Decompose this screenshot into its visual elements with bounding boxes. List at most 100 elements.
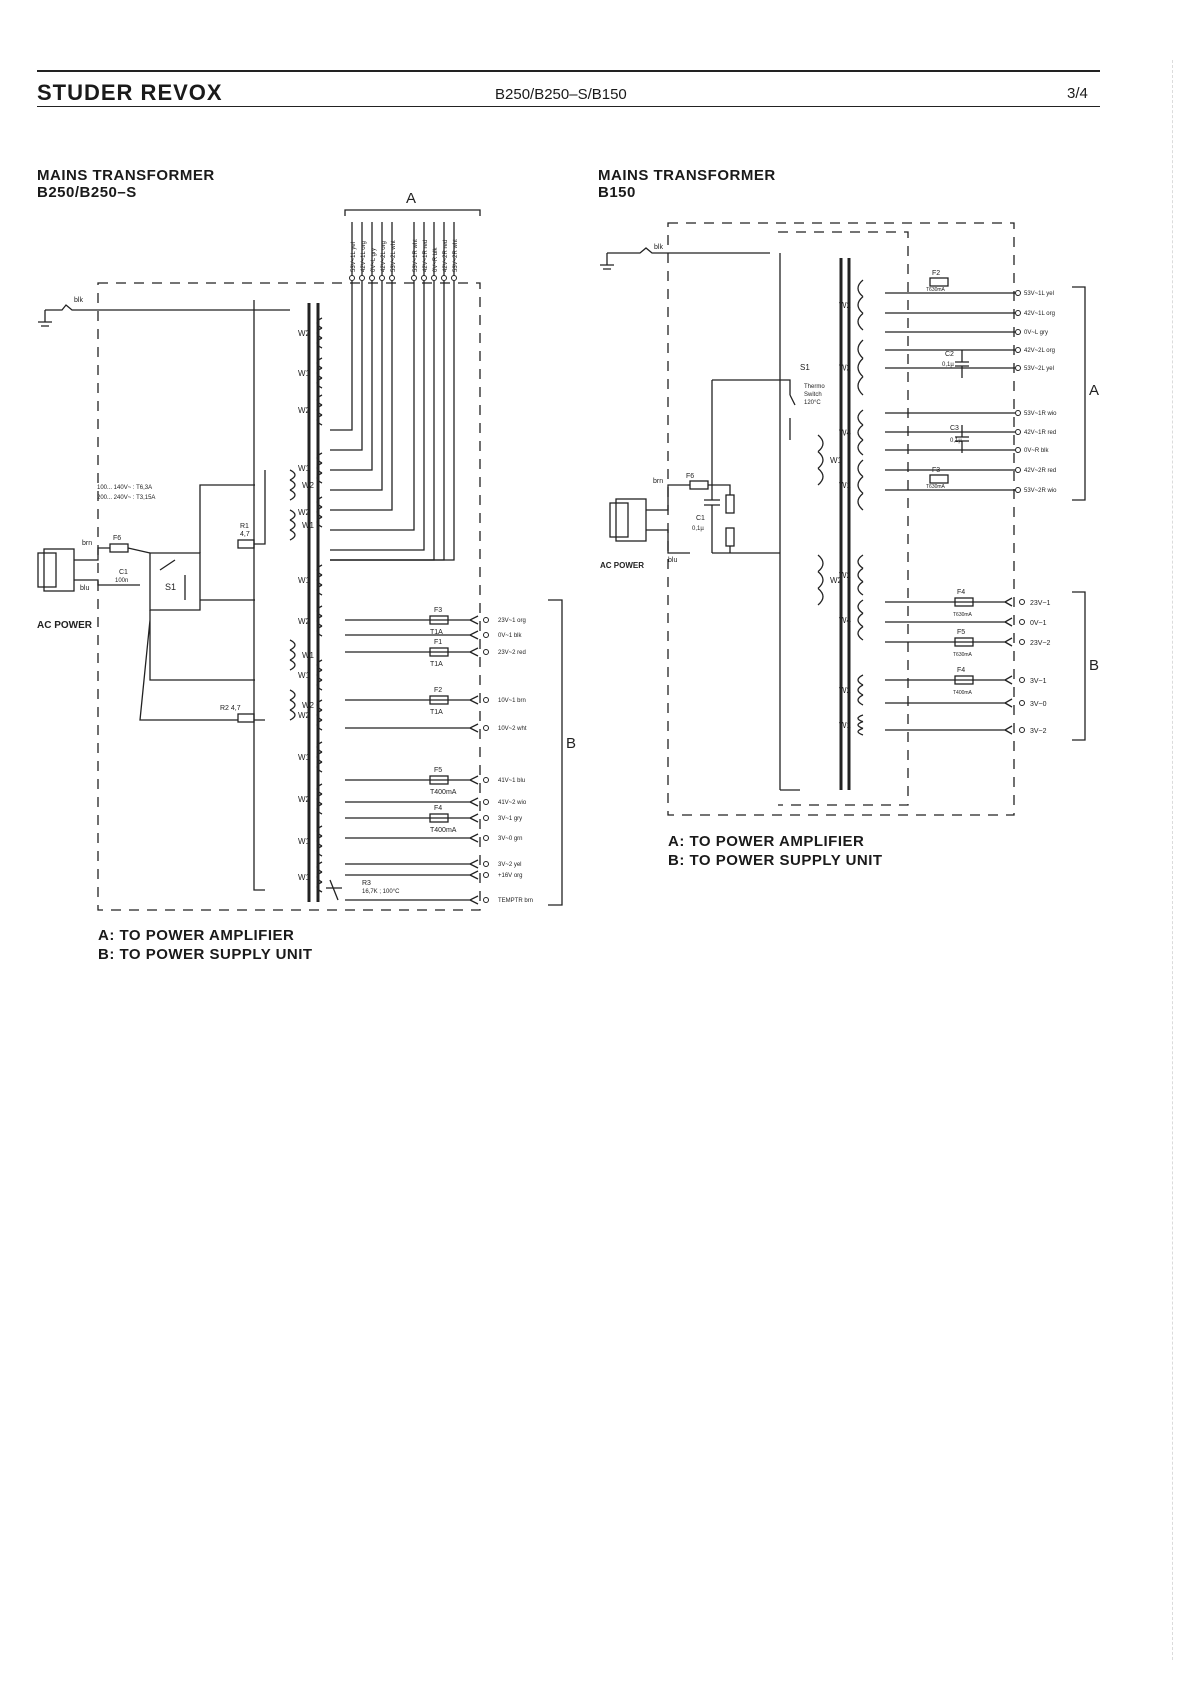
left-secondary-winding-10-label: W2 [298,795,311,804]
right-bottom-output-label-5: 3V~2 [1030,728,1047,735]
left-c1-value: 100n [115,578,128,584]
left-secondary-winding-12-label: W1 [298,873,311,882]
right-group-b-bracket [1072,591,1086,741]
left-output-fuse-label-5: F5 [434,767,442,774]
right-top-output-terminal-7 [1015,447,1021,453]
right-secondary-winding-1: W2 [839,339,864,396]
right-top-output-terminal-6 [1015,429,1021,435]
left-brn-wire [74,547,110,561]
right-bottom-output-terminal-2 [1019,639,1025,645]
left-output-terminal-11 [483,897,489,903]
left-output-fuse-label-3: F2 [434,687,442,694]
right-top-output-terminal-9 [1015,487,1021,493]
right-top-output-fuse-9 [929,474,949,484]
right-top-output-terminal-4 [1015,365,1021,371]
left-output-terminal-10 [483,872,489,878]
left-secondary-winding-10: W2 [298,783,323,815]
right-group-b-label: B [1089,657,1099,674]
right-title-line2: B150 [598,184,636,201]
right-bottom-output-wire-5 [885,725,1013,735]
left-secondary-winding-9-label: W1 [298,753,311,762]
left-output-terminal-2 [483,649,489,655]
left-secondary-winding-5-label: W1 [298,576,311,585]
right-enclosure [667,222,1015,816]
left-top-wire-terminal-4 [389,275,395,281]
left-voltage-note-2: 200... 240V~ : T3,15A [97,495,155,501]
left-title: MAINS TRANSFORMER B250/B250–S [37,167,215,201]
left-fuse-f6 [109,543,129,553]
left-ground-wire [45,304,290,311]
left-output-label-4: 10V~2 wht [498,726,527,732]
right-primary-winding-w1-label: W1 [830,456,843,465]
left-group-b-label: B [566,735,576,752]
right-top-output-fuse-label-9: F3 [932,467,940,474]
right-blu-label: blu [668,557,677,564]
left-top-wire-run-6 [330,281,425,551]
left-primary-winding-3: W2 [289,689,315,721]
right-secondary-winding-7: W1 [839,714,864,736]
left-group-a-label: A [406,190,416,207]
left-group-b-bracket [548,599,563,906]
left-output-label-11: TEMPTR brn [498,898,533,904]
right-secondary-winding-2: W4 [839,409,864,456]
right-fuse-f6 [689,480,709,490]
left-top-wire-label-9: 53V~2R wht [453,239,459,272]
right-c2-value: 0,1µ [942,362,954,368]
right-bottom-output-wire-2 [885,637,1013,647]
right-secondary-winding-3: W1 [839,459,864,511]
right-bottom-output-fuse-label-2: F5 [957,629,965,636]
left-output-fuse-rating-0: T1A [430,629,443,636]
right-inner-enclosure [778,231,909,806]
left-output-wire-4 [345,723,479,733]
right-bottom-output-terminal-3 [1019,677,1025,683]
left-output-label-1: 0V~1 blk [498,633,523,639]
left-output-terminal-8 [483,835,489,841]
left-blu-label: blu [80,585,89,592]
left-ac-socket-outer [43,548,75,592]
left-output-label-9: 3V~2 yel [498,862,522,868]
right-thermo-desc-3: 120°C [804,400,821,406]
right-r1 [725,494,735,514]
right-c3 [955,425,969,453]
left-secondary-winding-9: W1 [298,741,323,773]
right-top-output-label-5: 53V~1R wio [1024,411,1057,417]
right-secondary-winding-6: W2 [839,674,864,706]
right-c3-label: C3 [950,425,959,432]
right-bottom-output-wire-0 [885,597,1013,607]
left-notes: A: TO POWER AMPLIFIER B: TO POWER SUPPLY… [98,926,313,964]
right-group-a-bracket [1072,286,1086,501]
left-secondary-winding-2: W2 [298,394,323,426]
left-output-wire-8 [345,833,479,843]
left-secondary-winding-8: W2 [298,699,323,731]
left-output-terminal-3 [483,697,489,703]
left-secondary-winding-1: W1 [298,357,323,389]
left-output-terminal-9 [483,861,489,867]
left-primary-rail [253,300,265,891]
left-note-b: B: TO POWER SUPPLY UNIT [98,946,313,963]
right-bottom-output-wire-4 [885,698,1013,708]
left-output-fuse-2 [429,647,449,657]
right-c1-value: 0,1µ [692,526,704,532]
left-secondary-winding-11: W1 [298,825,323,857]
left-output-label-3: 10V~1 brn [498,698,526,704]
right-bottom-output-terminal-4 [1019,700,1025,706]
left-top-wire-label-3: 42V~2L org [381,241,387,272]
right-bottom-output-label-2: 23V~2 [1030,640,1051,647]
right-ac-socket [609,502,629,538]
right-secondary-winding-7-label: W1 [839,721,852,730]
right-title: MAINS TRANSFORMER B150 [598,167,776,201]
left-title-line2: B250/B250–S [37,184,137,201]
right-top-output-fuse-rating-9: T630mA [926,484,946,490]
left-top-wire-terminal-7 [431,275,437,281]
right-secondary-winding-1-label: W2 [839,364,852,373]
left-secondary-winding-0: W2 [298,317,323,349]
right-top-output-label-7: 0V~R blk [1024,448,1050,454]
right-top-output-label-1: 42V~1L org [1024,311,1055,317]
right-brn-label: brn [653,478,663,485]
right-top-output-fuse-rating-0: T630mA [926,287,946,293]
left-output-fuse-5 [429,775,449,785]
right-top-output-label-9: 53V~2R wio [1024,488,1057,494]
